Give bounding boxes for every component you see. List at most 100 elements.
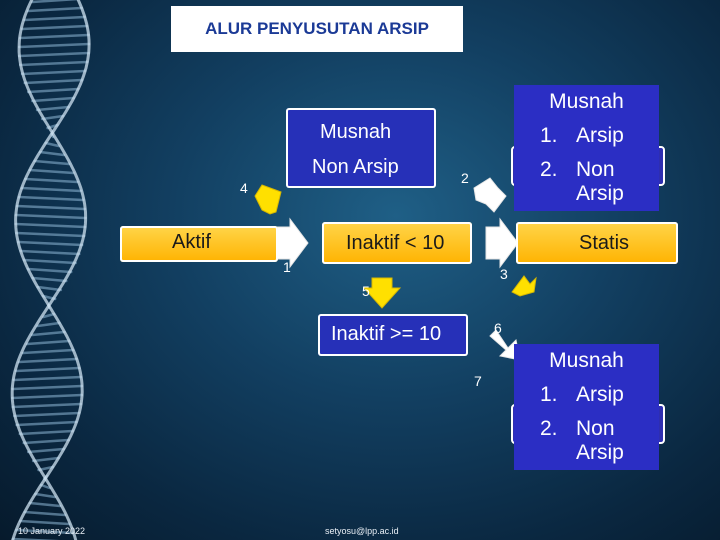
musnah-bottom-item-2-text2: Arsip bbox=[576, 441, 624, 464]
musnah-non-arsip-line2: Non Arsip bbox=[312, 156, 399, 178]
statis-box bbox=[516, 222, 678, 264]
dna-rung bbox=[18, 60, 89, 67]
musnah-top-item-2-text: Non bbox=[576, 158, 615, 181]
arrow-3 bbox=[485, 217, 519, 269]
arrow-number-1: 1 bbox=[283, 259, 291, 275]
musnah-top-item-2-text2: Arsip bbox=[576, 182, 624, 205]
dna-rung bbox=[15, 231, 86, 238]
arrow-to-statis bbox=[511, 275, 537, 297]
dna-rung bbox=[22, 258, 77, 265]
dna-rung bbox=[28, 501, 62, 508]
dna-rung bbox=[23, 510, 67, 517]
dna-rung bbox=[36, 321, 61, 328]
dna-rung bbox=[17, 51, 90, 58]
dna-rung bbox=[40, 114, 65, 121]
dna-rung bbox=[30, 0, 79, 4]
musnah-top-item-1-num: 1. bbox=[540, 124, 558, 147]
dna-rung bbox=[26, 267, 73, 274]
arrow-number-2: 2 bbox=[461, 170, 469, 186]
footer-date: 10 January 2022 bbox=[18, 526, 86, 536]
musnah-bottom-item-2-text: Non bbox=[576, 417, 615, 440]
dna-rung bbox=[24, 177, 79, 184]
page-title: ALUR PENYUSUTAN ARSIP bbox=[171, 6, 463, 52]
arrow-number-4: 4 bbox=[240, 180, 248, 196]
dna-rung bbox=[14, 213, 87, 220]
musnah-top-item-1-text: Arsip bbox=[576, 124, 624, 147]
musnah-top-item-2-num: 2. bbox=[540, 158, 558, 181]
arrow-1 bbox=[275, 217, 309, 269]
dna-rung bbox=[15, 420, 78, 427]
arrow-number-5: 5 bbox=[362, 283, 370, 299]
dna-rung bbox=[11, 384, 84, 391]
aktif-box bbox=[120, 226, 278, 262]
dna-rung bbox=[15, 204, 87, 211]
dna-helix-decoration bbox=[10, 0, 91, 540]
dna-strand bbox=[11, 0, 91, 540]
arrow-number-3: 3 bbox=[500, 266, 508, 282]
dna-rung bbox=[23, 78, 84, 85]
dna-rung bbox=[36, 285, 63, 292]
dna-rung bbox=[31, 96, 75, 103]
musnah-bottom-item-1-text: Arsip bbox=[576, 383, 624, 406]
footer-email: setyosu@lpp.ac.id bbox=[325, 526, 399, 536]
musnah-bottom-item-1: 1. Arsip bbox=[514, 378, 659, 412]
dna-rung bbox=[17, 42, 91, 49]
dna-rung bbox=[12, 375, 83, 382]
inaktif-kurang-box bbox=[322, 222, 472, 264]
arrow-4 bbox=[254, 184, 282, 215]
dna-strand bbox=[10, 0, 88, 540]
musnah-list-top: Musnah 1. Arsip 2. Non Arsip bbox=[514, 85, 659, 211]
dna-rung bbox=[28, 168, 75, 175]
statis-label: Statis bbox=[579, 232, 630, 254]
dna-rung bbox=[30, 330, 66, 337]
dna-rung bbox=[31, 276, 68, 283]
dna-rung bbox=[35, 105, 70, 112]
dna-rung bbox=[18, 429, 75, 436]
dna-rung bbox=[14, 528, 74, 535]
dna-rung bbox=[16, 240, 84, 247]
dna-rung bbox=[44, 141, 60, 148]
aktif-label: Aktif bbox=[172, 231, 211, 253]
arrow-2 bbox=[473, 177, 507, 213]
dna-rung bbox=[23, 15, 87, 22]
dna-rung bbox=[20, 186, 83, 193]
arrow-number-7: 7 bbox=[474, 373, 482, 389]
arrow-6 bbox=[489, 329, 521, 361]
dna-rung bbox=[25, 339, 71, 346]
dna-rung bbox=[18, 33, 90, 40]
inaktif-lebih-box bbox=[318, 314, 468, 356]
dna-rung bbox=[14, 366, 81, 373]
musnah-top-heading: Musnah bbox=[549, 90, 624, 113]
musnah-list-bottom: Musnah 1. Arsip 2. Non Arsip bbox=[514, 344, 659, 470]
dna-rung bbox=[26, 6, 83, 13]
musnah-bottom-item-2: 2. Non Arsip bbox=[514, 412, 659, 470]
musnah-bottom-item-1-num: 1. bbox=[540, 383, 558, 406]
musnah-top-item-2: 2. Non Arsip bbox=[514, 153, 659, 211]
musnah-non-arsip-line1: Musnah bbox=[320, 121, 392, 143]
dna-rung bbox=[13, 411, 81, 418]
dna-rung bbox=[17, 357, 78, 364]
dna-rung bbox=[21, 348, 75, 355]
dna-rung bbox=[31, 456, 60, 463]
dna-rung bbox=[34, 492, 57, 499]
inaktif-lebih-label: Inaktif >= 10 bbox=[331, 323, 442, 345]
inaktif-kurang-label: Inaktif < 10 bbox=[346, 232, 445, 254]
musnah-bottom-heading: Musnah bbox=[549, 349, 624, 372]
dna-rung bbox=[20, 69, 87, 76]
arrow-5 bbox=[362, 277, 402, 309]
dna-rung bbox=[26, 447, 66, 454]
dna-rung bbox=[38, 150, 66, 157]
arrow-number-6: 6 bbox=[494, 320, 502, 336]
dna-rung bbox=[11, 402, 83, 409]
dna-rung bbox=[14, 222, 87, 229]
dna-rung bbox=[33, 159, 71, 166]
musnah-bottom-item-2-num: 2. bbox=[540, 417, 558, 440]
dna-rung bbox=[26, 87, 80, 94]
dna-rung bbox=[18, 519, 71, 526]
musnah-non-arsip-box bbox=[286, 108, 436, 188]
dna-rung bbox=[22, 438, 70, 445]
dna-rung bbox=[42, 312, 56, 319]
musnah-top-item-1: 1. Arsip bbox=[514, 119, 659, 153]
dna-rung bbox=[17, 195, 85, 202]
